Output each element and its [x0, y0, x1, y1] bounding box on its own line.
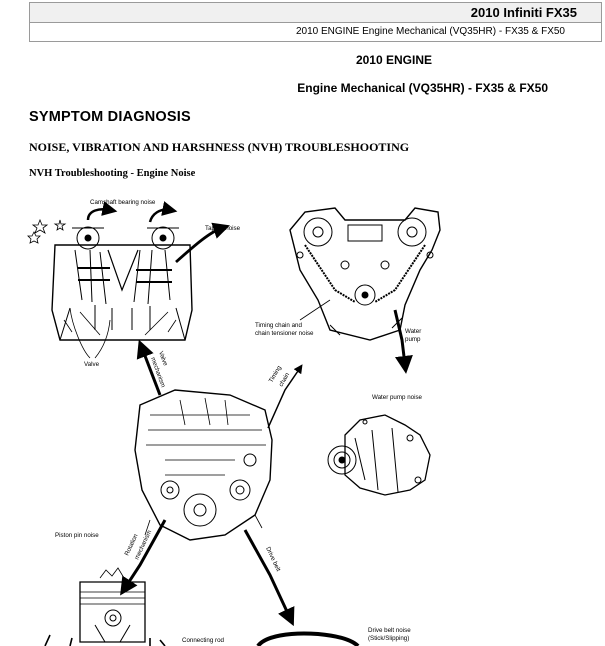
- label-timing-2: chain: [278, 371, 292, 388]
- drive-belt-arrow: [243, 529, 295, 627]
- label-drive-belt-noise-1: Drive belt noise: [368, 627, 411, 634]
- camshaft-arrow-right: [148, 201, 178, 223]
- camshaft-arrow: [86, 201, 118, 221]
- tappet-arrow: [175, 222, 230, 264]
- section-subheading: NOISE, VIBRATION AND HARSHNESS (NVH) TRO…: [29, 140, 410, 154]
- document-subtitle: Engine Mechanical (VQ35HR) - FX35 & FX50: [297, 81, 548, 95]
- section-heading: SYMPTOM DIAGNOSIS: [29, 109, 191, 125]
- topic-heading: NVH Troubleshooting - Engine Noise: [29, 168, 196, 179]
- valve-leader-1: [69, 307, 91, 359]
- noise-star-icons: [27, 218, 67, 244]
- connecting-rod-partial: [44, 634, 166, 646]
- header-box: 2010 Infiniti FX35 2010 ENGINE Engine Me…: [29, 2, 602, 42]
- label-timing-chain-noise-1: Timing chain and: [255, 322, 302, 329]
- label-tappet-noise: Tappet noise: [205, 225, 241, 232]
- label-drive-belt-noise-2: (Stick/Slipping): [368, 635, 409, 642]
- timing-leader: [299, 299, 331, 321]
- rotation-mechanism-arrow: [120, 519, 167, 596]
- label-valve-mech-1: Valve: [157, 350, 169, 367]
- timing-chain-illustration: [289, 207, 441, 341]
- drive-belt-partial: [256, 631, 360, 646]
- valve-leader-2: [94, 319, 111, 359]
- engine-assembly-illustration: [134, 389, 273, 541]
- label-timing-chain-noise-2: chain tensioner noise: [255, 330, 314, 337]
- label-water-2: pump: [405, 336, 421, 343]
- water-pump-arrow: [393, 309, 413, 374]
- water-pump-illustration: [327, 414, 431, 496]
- header-title: 2010 Infiniti FX35: [30, 3, 601, 23]
- header-subtitle: 2010 ENGINE Engine Mechanical (VQ35HR) -…: [295, 26, 565, 37]
- valve-mechanism-arrow: [136, 339, 162, 396]
- label-camshaft-bearing-noise: Camshaft bearing noise: [90, 199, 156, 206]
- timing-chain-arrow: [267, 364, 303, 429]
- label-water-pump-noise: Water pump noise: [372, 394, 423, 401]
- label-valve: Valve: [84, 361, 100, 368]
- label-connecting-rod: Connecting rod: [182, 637, 225, 644]
- label-piston-pin-noise: Piston pin noise: [55, 532, 99, 539]
- engine-noise-diagram: Camshaft bearing noise Tappet noise Valv…: [27, 199, 441, 646]
- document-title: 2010 ENGINE: [355, 53, 432, 67]
- piston-illustration: [79, 567, 146, 643]
- label-water-1: Water: [405, 328, 421, 335]
- cylinder-head-illustration: [51, 226, 193, 341]
